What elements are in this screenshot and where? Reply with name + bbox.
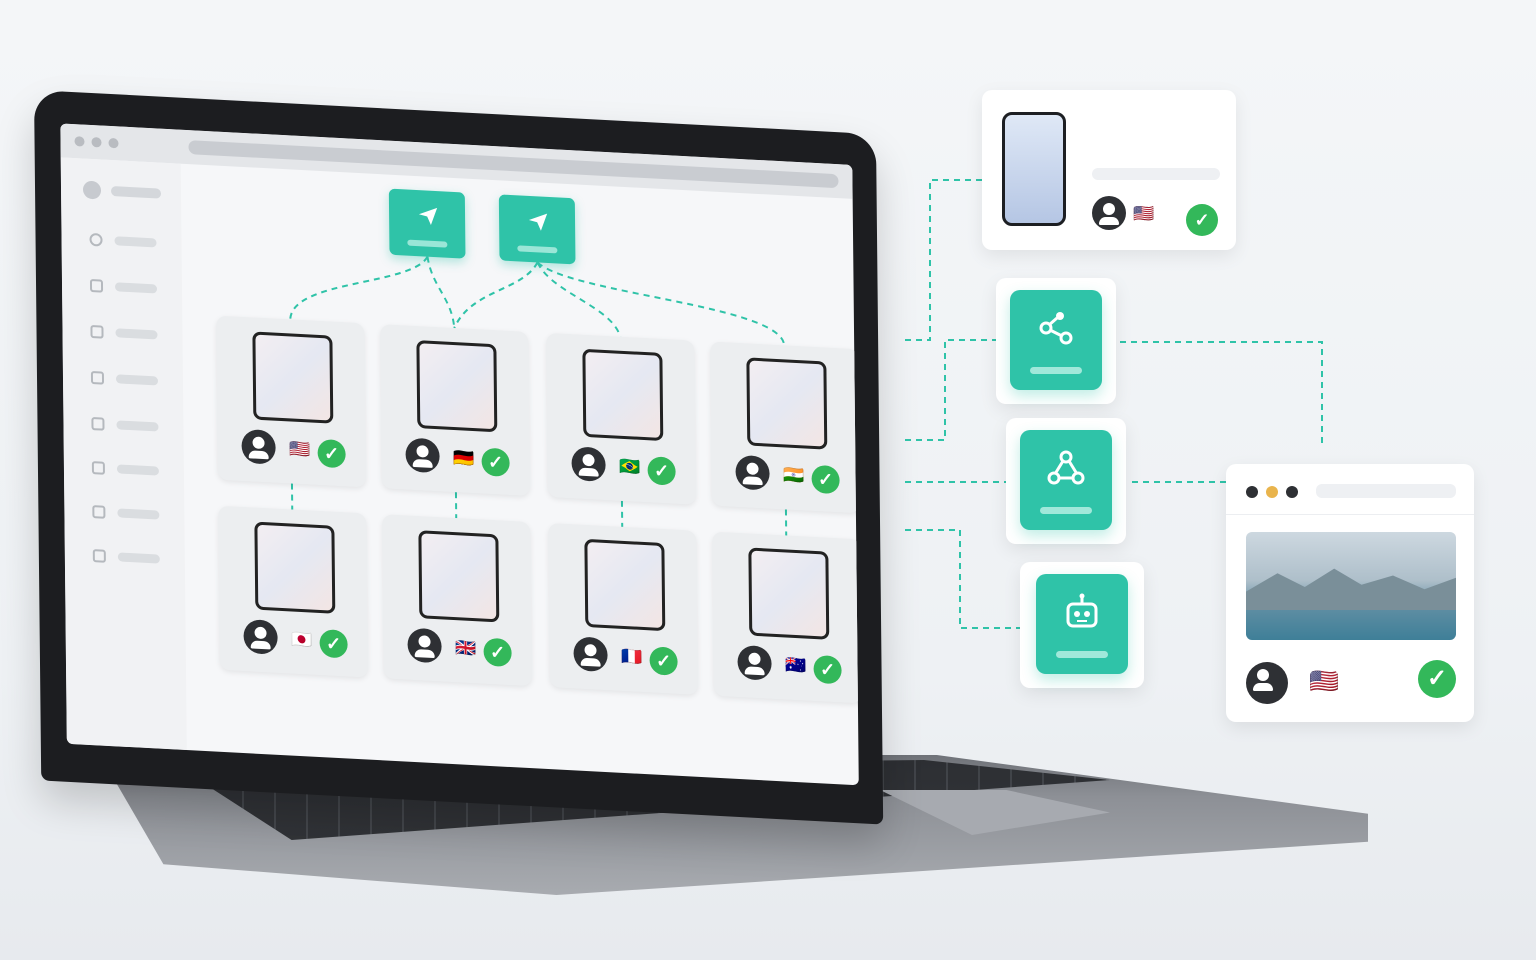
window-close-icon[interactable] <box>1246 486 1258 498</box>
robot-tile-card[interactable] <box>1020 562 1144 688</box>
connection-lines <box>289 256 788 536</box>
user-avatar <box>1092 196 1126 230</box>
webhook-icon <box>1047 450 1085 485</box>
workflow-canvas: 🇺🇸✓🇩🇪✓🇧🇷✓🇮🇳✓🇯🇵✓🇬🇧✓🇫🇷✓🇦🇺✓ <box>181 164 859 786</box>
app-window: 🇺🇸✓🇩🇪✓🇧🇷✓🇮🇳✓🇯🇵✓🇬🇧✓🇫🇷✓🇦🇺✓ <box>60 123 859 786</box>
webhook-tile-card[interactable] <box>1006 418 1126 544</box>
us-flag-icon: 🇺🇸 <box>1309 668 1339 695</box>
success-check-icon: ✓ <box>1186 204 1218 236</box>
send-icon <box>528 213 548 231</box>
window-maximize-icon[interactable] <box>1286 486 1298 498</box>
landscape-image <box>1246 532 1456 640</box>
text-placeholder <box>1092 168 1220 180</box>
image-result-card[interactable]: 🇺🇸 ✓ <box>1226 464 1474 722</box>
window-minimize-icon[interactable] <box>1266 486 1278 498</box>
phone-device <box>1002 112 1066 226</box>
share-icon <box>1039 312 1073 345</box>
send-icon <box>418 207 438 225</box>
laptop-screen-bezel: 🇺🇸✓🇩🇪✓🇧🇷✓🇮🇳✓🇯🇵✓🇬🇧✓🇫🇷✓🇦🇺✓ <box>34 90 884 825</box>
share-tile[interactable] <box>1010 290 1102 390</box>
us-flag-icon: 🇺🇸 <box>1133 204 1155 223</box>
robot-tile[interactable] <box>1036 574 1128 674</box>
send-node-2[interactable] <box>498 194 576 265</box>
user-avatar <box>1246 662 1288 704</box>
robot-icon <box>1066 593 1098 628</box>
send-node-1[interactable] <box>388 188 466 259</box>
phone-result-card[interactable]: 🇺🇸 ✓ <box>982 90 1236 250</box>
webhook-tile[interactable] <box>1020 430 1112 530</box>
title-placeholder <box>1316 484 1456 498</box>
divider <box>1226 514 1474 515</box>
share-tile-card[interactable] <box>996 278 1116 404</box>
success-check-icon: ✓ <box>1418 660 1456 698</box>
